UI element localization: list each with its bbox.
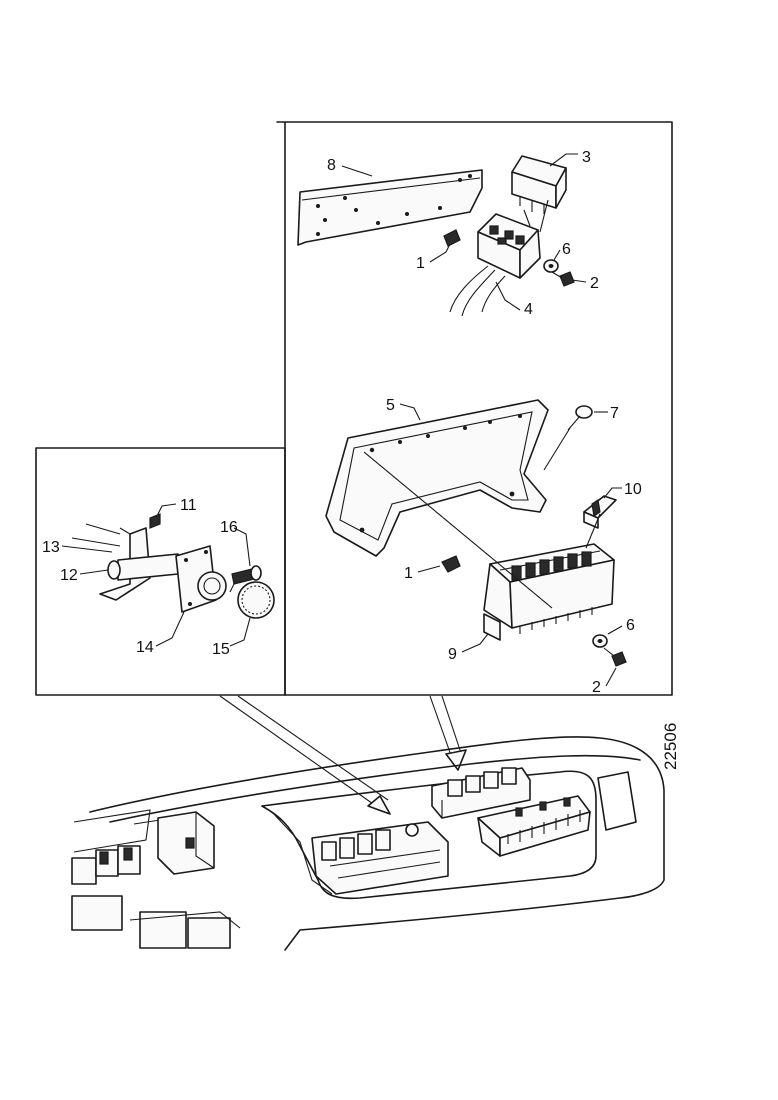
callout-11: 11 [180,497,197,514]
callout-5: 5 [386,397,395,414]
mounting-bracket-part-11 [99,513,161,601]
callout-4: 4 [524,301,533,318]
callout-6-lower: 6 [626,617,635,634]
fuse-box-part-9 [483,543,615,641]
screw-part-7 [567,405,593,431]
callout-15: 15 [212,641,230,658]
dashboard-left-relay-cluster [71,845,241,949]
washer-part-6-upper [543,259,559,273]
callout-2-lower: 2 [592,679,601,696]
callout-1-lower: 1 [404,565,413,582]
relay-part-3 [511,155,567,214]
dashboard-overview [73,736,665,951]
callout-leader-lines [61,153,623,687]
callout-1-upper: 1 [416,255,425,272]
bracket-part-5 [325,399,549,557]
callout-7: 7 [610,405,619,422]
callout-8: 8 [327,157,336,174]
assembly-guide-lines [363,199,601,609]
spacer-part-12 [107,560,121,580]
callout-9: 9 [448,646,457,663]
dashboard-fuse-strip [477,795,591,857]
callout-10: 10 [624,481,642,498]
relay-part-10 [583,495,617,529]
screw-part-2-upper [551,271,575,287]
dashboard-fuse-box [311,821,449,895]
callout-16: 16 [220,519,238,536]
clip-part-1-upper [443,229,461,247]
figure-number: 22506 [661,723,680,770]
left-inset-panel [35,447,286,696]
callout-2-upper: 2 [590,275,599,292]
mounting-strip-part-8 [297,169,483,246]
dashboard-relay-block [431,767,531,819]
callout-14: 14 [136,639,154,656]
dashboard-bracket-unit [157,811,215,875]
callout-12: 12 [60,567,78,584]
clip-part-1-lower [441,555,461,573]
screw-part-2-lower [603,647,627,667]
callout-3: 3 [582,149,591,166]
gear-wheel-part-15 [229,579,275,619]
callout-13: 13 [42,539,60,556]
sensor-plate-part-14 [175,545,227,613]
relay-socket-part-4 [449,213,541,317]
location-arrows [219,695,467,815]
shaft-part-13 [71,523,179,581]
washer-part-6-lower [592,634,608,648]
bolt-part-16 [231,565,262,585]
callout-6-upper: 6 [562,241,571,258]
